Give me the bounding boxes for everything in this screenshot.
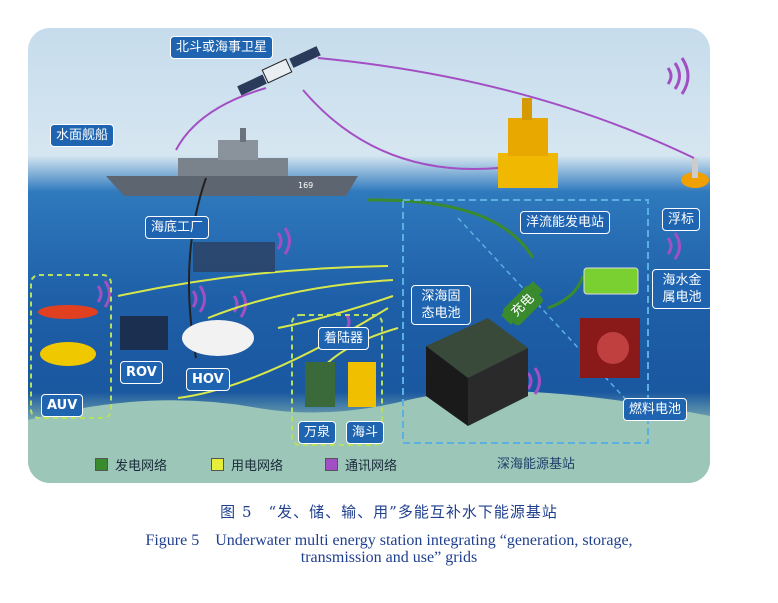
- auv-label: AUV: [41, 394, 84, 417]
- solid-state-battery-icon: [426, 318, 528, 426]
- caption-chinese: 图 5 “发、储、输、用”多能互补水下能源基站: [220, 503, 558, 521]
- energy-base-label: 深海能源基站: [497, 457, 576, 472]
- seabed-factory-image: [193, 242, 275, 272]
- haidou-lander: [348, 362, 376, 407]
- legend-communication-label: 通讯网络: [345, 459, 398, 474]
- hov-vehicle: [182, 320, 254, 356]
- ship-label: 水面舰船: [50, 124, 115, 147]
- rov-label: ROV: [120, 361, 163, 384]
- fuel-cell-icon: [580, 318, 640, 378]
- fuel-cell-label: 燃料电池: [623, 398, 688, 421]
- energy-base-box: [402, 199, 649, 444]
- communication-links: [175, 57, 695, 170]
- lander-group-box: [291, 314, 383, 446]
- haidou-label: 海斗: [346, 421, 385, 444]
- legend-generation-swatch: [95, 458, 108, 471]
- metal-battery-icon: [583, 267, 639, 295]
- warship: 169: [106, 128, 358, 196]
- legend-usage-swatch: [211, 458, 224, 471]
- caption-english-line2: transmission and use” grids: [300, 549, 478, 566]
- metal-battery-label: 海水金属电池: [652, 269, 710, 309]
- scene-svg: 169: [28, 46, 710, 483]
- satellite-label: 北斗或海事卫星: [170, 36, 274, 59]
- buoy-icon: [681, 158, 709, 188]
- satellite-icon: [237, 46, 321, 96]
- factory-label: 海底工厂: [145, 216, 210, 239]
- legend-usage: 用电网络: [211, 455, 283, 474]
- ocean-station-label: 洋流能发电站: [520, 211, 611, 234]
- rov-vehicle: [120, 316, 168, 350]
- base-diagonal: [457, 217, 644, 419]
- wifi-signals: [96, 57, 690, 395]
- legend-usage-label: 用电网络: [231, 459, 284, 474]
- ocean-current-generator-icon: [498, 98, 558, 188]
- auv-vehicle-1: [38, 305, 98, 319]
- auv-group-box: [30, 274, 112, 419]
- hov-label: HOV: [186, 368, 230, 391]
- auv-vehicle-2: [40, 342, 96, 366]
- legend-generation-label: 发电网络: [115, 459, 168, 474]
- figure-illustration: 169: [28, 28, 710, 483]
- caption-english-line1: Figure 5 Underwater multi energy station…: [145, 532, 633, 549]
- lander-label: 着陆器: [318, 327, 370, 350]
- legend-communication-swatch: [325, 458, 338, 471]
- buoy-label: 浮标: [662, 208, 701, 231]
- wanquan-lander: [305, 362, 335, 407]
- legend-communication: 通讯网络: [325, 455, 397, 474]
- wanquan-label: 万泉: [298, 421, 337, 444]
- ship-number: 169: [298, 181, 313, 190]
- solid-battery-label: 深海固态电池: [411, 285, 471, 325]
- legend-generation: 发电网络: [95, 455, 167, 474]
